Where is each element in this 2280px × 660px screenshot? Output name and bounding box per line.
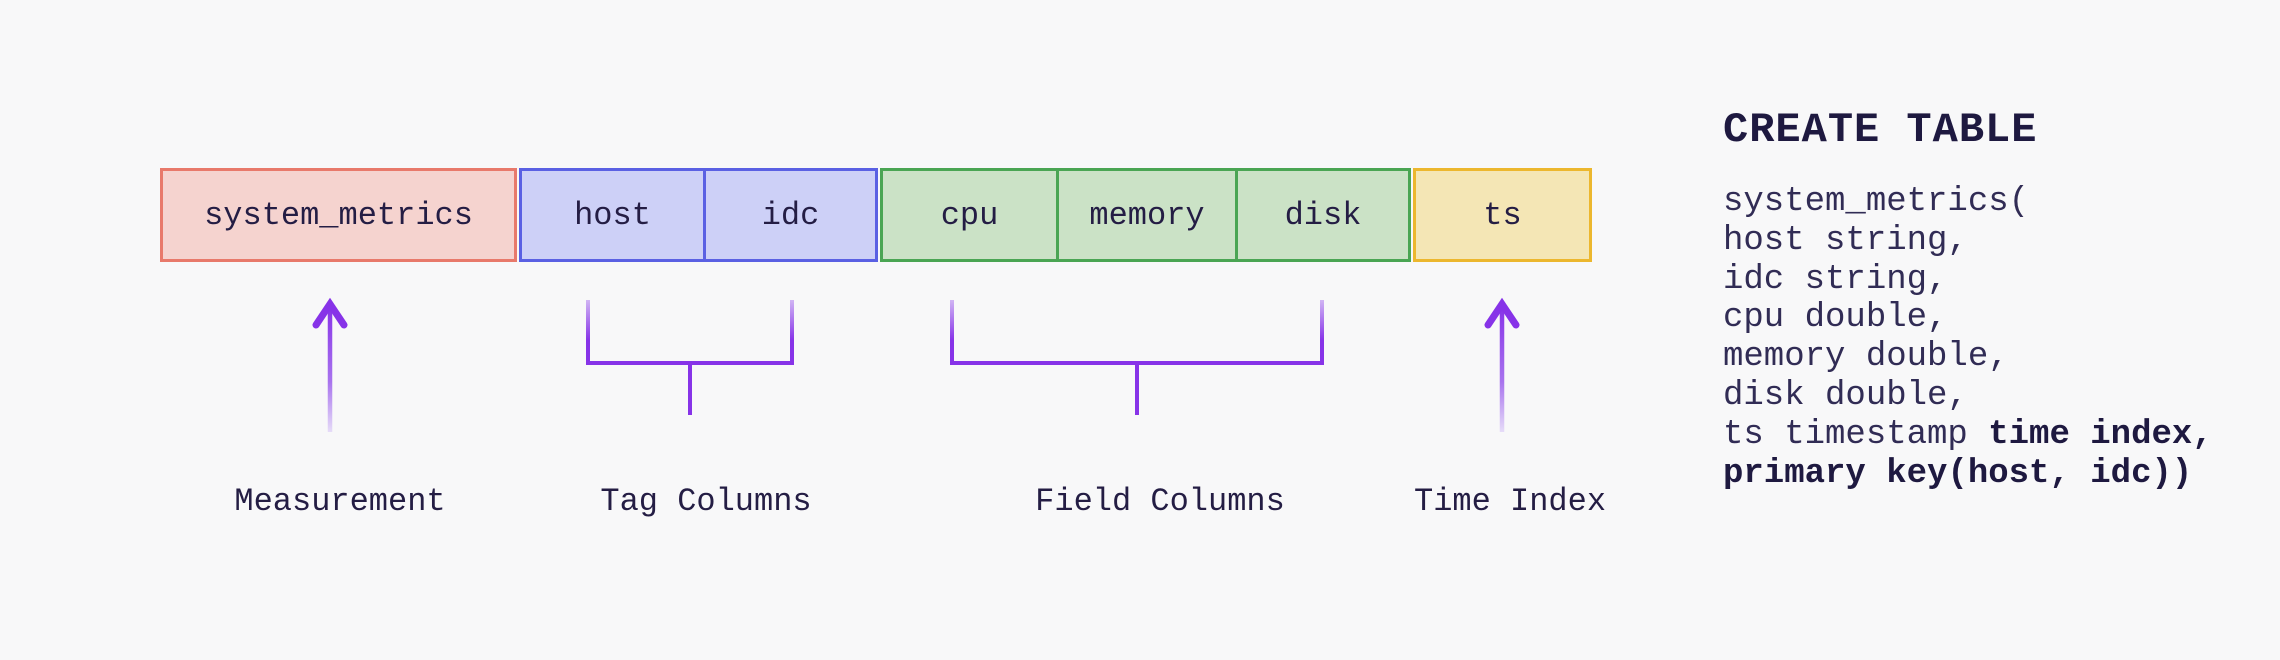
measurement-cell: system_metrics <box>204 196 473 234</box>
sql-line: system_metrics( <box>1723 183 2030 221</box>
field-columns-bracket-icon <box>950 300 1324 415</box>
sql-line: idc string, <box>1723 260 1948 299</box>
sql-line: primary key(host, idc)) <box>1723 455 2213 494</box>
field-cell-disk: disk <box>1235 171 1408 259</box>
field-cell-cpu: cpu <box>940 196 999 234</box>
field-columns-group: cpu memory disk <box>880 168 1411 262</box>
time-index-arrow-icon <box>1484 297 1520 432</box>
measurement-arrow-icon <box>312 297 348 432</box>
time-index-label: Time Index <box>1413 483 1607 520</box>
sql-line: ts timestamp time index, <box>1723 416 2213 455</box>
tag-columns-group: host idc <box>519 168 878 262</box>
field-columns-label: Field Columns <box>1035 483 1285 520</box>
measurement-box-group: system_metrics <box>160 168 517 262</box>
sql-line-primary-key-bold: primary key(host, idc)) <box>1723 454 2193 493</box>
tag-cell-idc: idc <box>703 171 875 259</box>
tag-columns-label: Tag Columns <box>600 483 812 520</box>
sql-line: cpu double, <box>1723 299 1948 338</box>
sql-line: host string, <box>1723 221 1968 260</box>
sql-line-ts-bold: time index, <box>1988 415 2213 454</box>
sql-snippet: CREATE TABLE system_metrics( host string… <box>1723 105 2213 493</box>
tag-columns-bracket-icon <box>586 300 794 415</box>
sql-line: disk double, <box>1723 376 1968 415</box>
sql-line: memory double, <box>1723 338 2009 377</box>
time-index-group: ts <box>1413 168 1592 262</box>
tag-cell-host: host <box>574 196 651 234</box>
sql-title: CREATE TABLE <box>1723 106 2038 154</box>
measurement-label: Measurement <box>234 483 446 520</box>
sql-line-ts-normal: ts timestamp <box>1723 415 1989 454</box>
sql-code: system_metrics( host string, idc string,… <box>1723 183 2213 493</box>
time-cell-ts: ts <box>1483 196 1522 234</box>
field-cell-memory: memory <box>1056 171 1235 259</box>
